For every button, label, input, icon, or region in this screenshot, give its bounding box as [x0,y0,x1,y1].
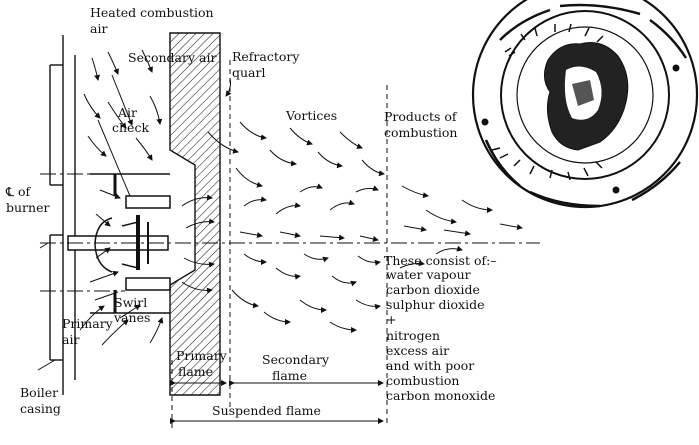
leader-lines [37,74,232,371]
primary-air-label-1: Primary [62,316,113,331]
swirl-vanes-label-2: vanes [114,310,151,325]
products-list-item: carbon monoxide [386,388,496,403]
center-lines [40,173,540,292]
seal-stamp [471,0,699,209]
products-label-2: combustion [384,125,458,140]
products-list-item: excess air [386,343,450,358]
vortex-arrows [181,121,523,333]
products-consist-heading: These consist of:– [384,253,497,268]
air-flow-arrows [79,49,164,346]
secondary-flame-label-1: Secondary [262,352,330,367]
vortices-label: Vortices [286,108,338,123]
refractory-label-1: Refractory [232,49,300,64]
boiler-casing-wall [49,35,76,395]
boiler-casing-label-2: casing [20,401,61,416]
swirl-vanes-label-1: Swirl [114,295,148,310]
products-list-item: carbon dioxide [386,282,480,297]
products-list-item: and with poor [386,358,475,373]
primary-flame-label-2: flame [178,364,214,379]
products-list-item: nitrogen [386,328,441,343]
air-check-label-1: Air [118,105,138,120]
products-list-item: + [386,312,397,327]
air-check-label-2: check [112,120,150,135]
dimension-lines [170,380,384,424]
burner-centerline-label-2: burner [6,200,50,215]
products-list-item: sulphur dioxide [386,297,485,312]
primary-air-label-2: air [62,332,80,347]
secondary-air-label: Secondary air [128,50,217,65]
products-list-item: water vapour [386,267,471,282]
heated-air-label-1: Heated combustion [90,5,214,20]
heated-air-label-2: air [90,21,108,36]
refractory-label-2: quarl [232,65,266,80]
secondary-flame-label-2: flame [272,368,308,383]
products-label-1: Products of [384,109,457,124]
burner-centerline-label-1: ℄ of [6,184,31,199]
refractory-quarl [169,32,221,396]
products-list-item: combustion [386,373,460,388]
boiler-casing-label-1: Boiler [20,385,59,400]
primary-flame-label-1: Primary [176,348,227,363]
suspended-flame-label: Suspended flame [212,403,321,418]
